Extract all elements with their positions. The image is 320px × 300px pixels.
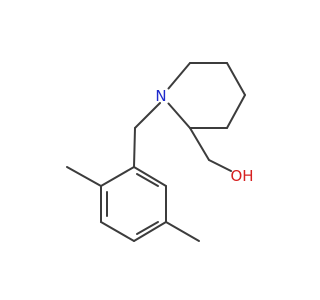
bond-c2-n (167, 102, 191, 129)
bond-c2-ch2 (189, 127, 210, 161)
piperidine-ring (167, 62, 246, 129)
nitrogen-atom-label: N (155, 87, 166, 105)
bond-methyl-ortho (66, 166, 102, 187)
bond-ch2-o (208, 159, 232, 172)
bond-ar3-ar4 (100, 221, 135, 242)
bond-ar4-ar5 (133, 221, 167, 242)
bond-n-c6 (167, 62, 191, 90)
bond-ch2-aryl (133, 127, 136, 168)
double-bond-inner-bottom (136, 221, 159, 235)
double-bond-inner-top (136, 173, 159, 187)
hydroxymethyl-group (189, 127, 232, 172)
bond-n-ch2-benzyl (134, 102, 161, 129)
hydroxyl-atom-label: OH (230, 167, 253, 185)
benzene-ring (100, 166, 167, 242)
bond-ar6-ar1 (133, 166, 167, 187)
bond-c5-c4 (226, 62, 246, 96)
molecule-structure: N OH (66, 62, 254, 242)
bond-c4-c3 (226, 94, 246, 129)
bond-methyl-meta (165, 221, 200, 242)
bond-ar1-ar2 (100, 166, 135, 187)
